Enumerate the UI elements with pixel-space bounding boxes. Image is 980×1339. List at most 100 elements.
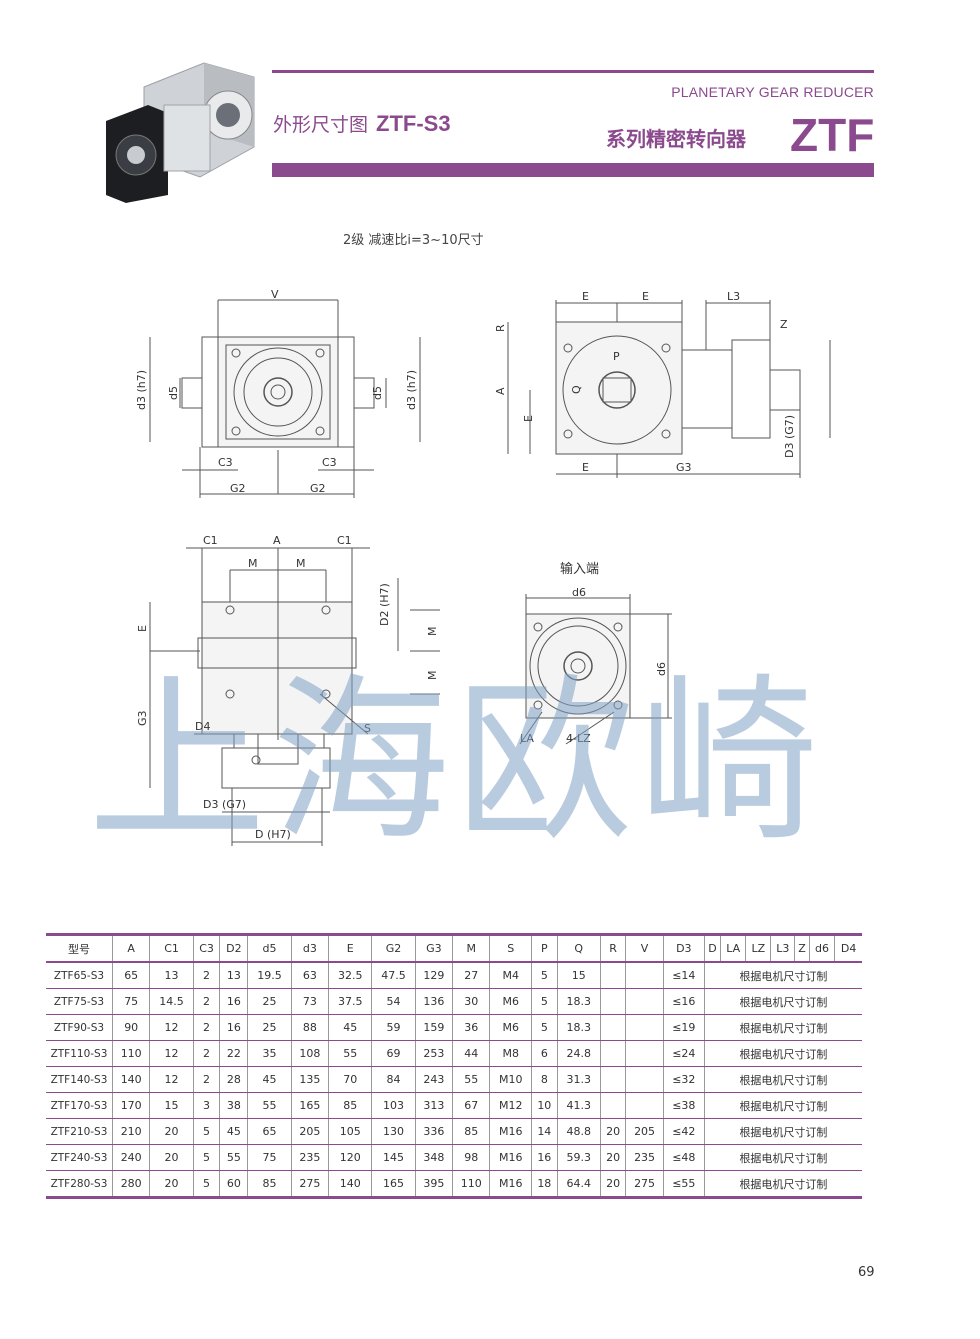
value-cell [600,1092,627,1119]
model-cell: ZTF110-S3 [46,1040,113,1067]
label-4-lz: 4-LZ [566,732,591,745]
label-d6-side: d6 [655,662,668,676]
value-cell: 275 [625,1170,664,1199]
custom-note-cell: 根据电机尺寸订制 [704,1040,862,1067]
value-cell: 20 [149,1118,194,1145]
label-d4: D4 [195,720,210,733]
value-cell: 5 [193,1118,221,1145]
value-cell: 12 [149,1014,194,1041]
value-cell: 205 [291,1118,330,1145]
label-c3-left: C3 [218,456,233,469]
value-cell: 15 [557,962,601,989]
label-d3-right: d3 (h7) [405,370,418,410]
value-cell: M6 [489,1014,533,1041]
value-cell: 84 [371,1066,416,1093]
value-cell: 90 [112,1014,151,1041]
label-l3: L3 [727,290,740,303]
value-cell: 32.5 [328,962,373,989]
column-header: R [600,933,627,963]
value-cell: 47.5 [371,962,416,989]
value-cell: M4 [489,962,533,989]
value-cell: 14 [531,1118,558,1145]
value-cell: 5 [193,1144,221,1171]
value-cell: 105 [328,1118,373,1145]
value-cell: ≤32 [663,1066,705,1093]
value-cell: 129 [415,962,454,989]
value-cell: 395 [415,1170,454,1199]
value-cell: 2 [193,1066,221,1093]
model-cell: ZTF140-S3 [46,1066,113,1093]
value-cell: 243 [415,1066,454,1093]
value-cell: 63 [291,962,330,989]
value-cell [600,988,627,1015]
value-cell: 120 [328,1144,373,1171]
value-cell: 20 [600,1118,627,1145]
value-cell: 20 [149,1170,194,1199]
product-image [104,55,272,203]
value-cell: 45 [247,1066,292,1093]
value-cell: 38 [219,1092,249,1119]
value-cell: 60 [219,1170,249,1199]
label-m-left: M [248,557,258,570]
value-cell: 12 [149,1040,194,1067]
value-cell: M16 [489,1144,533,1171]
value-cell: 65 [112,962,151,989]
column-header: D2 [219,933,249,963]
value-cell: 31.3 [557,1066,601,1093]
value-cell: 165 [291,1092,330,1119]
value-cell: 55 [247,1092,292,1119]
column-header: A [112,933,151,963]
value-cell: 98 [452,1144,491,1171]
label-p: P [613,350,620,363]
value-cell: 45 [328,1014,373,1041]
value-cell: 210 [112,1118,151,1145]
value-cell: 16 [531,1144,558,1171]
value-cell: 54 [371,988,416,1015]
custom-note-cell: 根据电机尺寸订制 [704,1144,862,1171]
label-s: S [364,722,371,735]
watermark: 上海欧崎 [88,658,824,865]
label-g3-left: G3 [136,710,149,726]
value-cell: 240 [112,1144,151,1171]
value-cell: 18.3 [557,988,601,1015]
column-header: d5 [247,933,292,963]
value-cell: 67 [452,1092,491,1119]
custom-note-cell: 根据电机尺寸订制 [704,1092,862,1119]
value-cell: 135 [291,1066,330,1093]
header-bottom-bar [272,163,874,177]
value-cell: 36 [452,1014,491,1041]
value-cell [625,1092,664,1119]
value-cell: 15 [149,1092,194,1119]
value-cell: 27 [452,962,491,989]
label-c1-right: C1 [337,534,352,547]
value-cell: 14.5 [149,988,194,1015]
value-cell: ≤55 [663,1170,705,1199]
label-e-top-1: E [582,290,589,303]
label-q: Q [570,385,583,394]
label-d3-g7-right: D3 (G7) [783,415,796,458]
value-cell: 159 [415,1014,454,1041]
model-cell: ZTF90-S3 [46,1014,113,1041]
value-cell: 45 [219,1118,249,1145]
value-cell: 16 [219,988,249,1015]
value-cell: 130 [371,1118,416,1145]
value-cell: 75 [112,988,151,1015]
column-header: E [328,933,373,963]
column-header: d6 [809,933,836,963]
label-a-bottom: A [273,534,281,547]
model-cell: ZTF240-S3 [46,1144,113,1171]
column-header: LA [720,933,747,963]
value-cell: ≤19 [663,1014,705,1041]
value-cell: 59 [371,1014,416,1041]
label-e-bottom: E [582,461,589,474]
value-cell: 69 [371,1040,416,1067]
value-cell: ≤14 [663,962,705,989]
value-cell: 75 [247,1144,292,1171]
value-cell: M16 [489,1170,533,1199]
label-m-right: M [296,557,306,570]
value-cell: 108 [291,1040,330,1067]
